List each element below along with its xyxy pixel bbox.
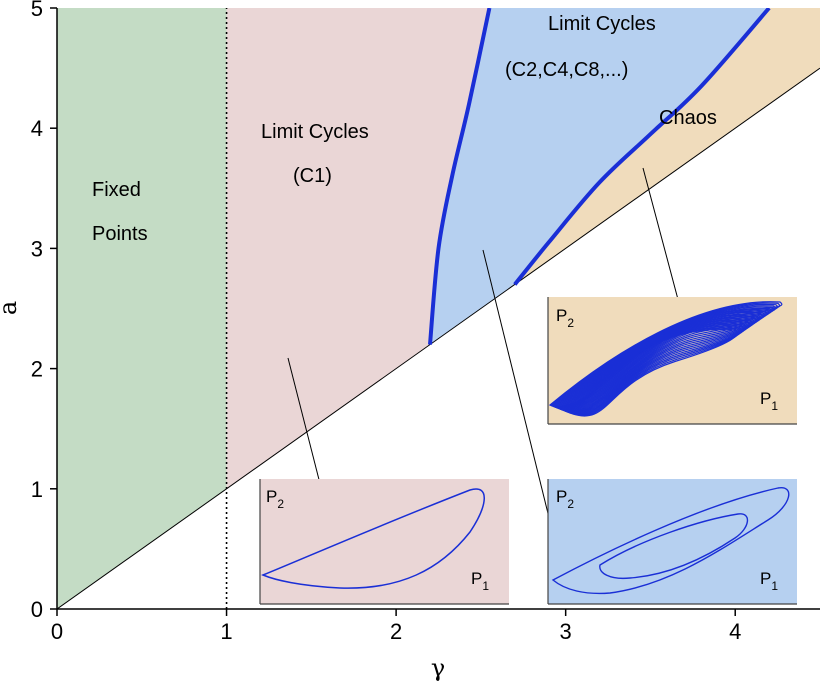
inset-chaos-attractor <box>548 301 783 417</box>
y-tick-label: 5 <box>31 0 43 21</box>
tick-layer: 0 1 2 3 4 0 1 2 3 4 5 <box>31 0 742 644</box>
boundary-curve-c1-c2 <box>428 8 492 345</box>
x-axis-label: γ <box>431 654 445 682</box>
region-label-fixed-line2: Points <box>92 223 148 245</box>
inset-c2: P2 P1 <box>547 479 797 605</box>
inset-c1-background <box>260 479 509 604</box>
pointer-line-c2 <box>482 249 558 551</box>
x-tick-label: 3 <box>560 619 572 644</box>
pointer-line-chaos <box>642 167 685 323</box>
inset-c1-ylabel: P2 <box>266 487 284 511</box>
region-label-c1-line1: Limit Cycles <box>261 121 369 143</box>
inset-c1-orbit <box>261 488 485 589</box>
x-tick-label: 4 <box>729 619 741 644</box>
region-label-c2-line1: Limit Cycles <box>548 13 656 35</box>
region-label-c1-line2: (C1) <box>293 165 332 187</box>
y-axis-label: a <box>0 301 22 315</box>
x-tick-label: 1 <box>220 619 232 644</box>
region-chaos <box>514 8 820 285</box>
y-tick-label: 0 <box>31 597 43 622</box>
inset-chaos: P2 P1 <box>547 297 797 425</box>
y-tick-label: 4 <box>31 116 43 141</box>
x-tick-label: 2 <box>390 619 402 644</box>
inset-c2-orbit-outer <box>551 487 790 595</box>
y-tick-label: 1 <box>31 477 43 502</box>
inset-c2-orbit-inner <box>599 513 749 580</box>
region-label-c2-line2: (C2,C4,C8,...) <box>505 59 628 81</box>
region-layer <box>57 8 820 609</box>
inset-chaos-xlabel: P1 <box>760 389 778 413</box>
inset-c2-background <box>548 479 797 604</box>
region-limit-cycles-c1 <box>226 8 490 489</box>
boundary-curve-chaos <box>513 8 771 286</box>
region-fixed-points <box>57 8 227 609</box>
attractor-loop <box>568 328 738 417</box>
region-label-chaos: Chaos <box>659 107 717 129</box>
region-label-fixed-line1: Fixed <box>92 179 141 201</box>
region-limit-cycles-c2 <box>430 8 770 345</box>
inset-c2-xlabel: P1 <box>760 569 778 593</box>
x-tick-label: 0 <box>51 619 63 644</box>
y-tick-label: 2 <box>31 357 43 382</box>
inset-c2-ylabel: P2 <box>556 487 574 511</box>
y-tick-label: 3 <box>31 236 43 261</box>
diagonal-boundary-line <box>57 67 820 609</box>
inset-c1: P2 P1 <box>259 479 509 605</box>
inset-chaos-ylabel: P2 <box>556 306 574 330</box>
inset-c1-xlabel: P1 <box>471 569 489 593</box>
